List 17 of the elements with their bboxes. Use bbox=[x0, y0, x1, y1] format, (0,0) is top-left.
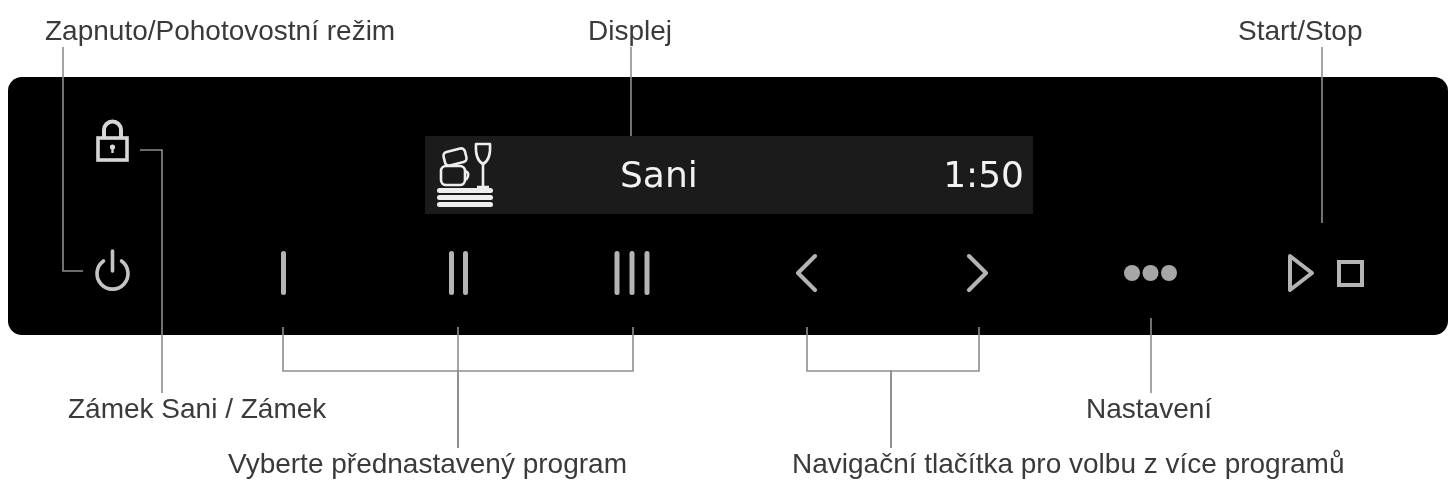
leader-line bbox=[1321, 46, 1323, 224]
callout-label: Vyberte přednastavený program bbox=[228, 448, 627, 480]
program-name-text: Sani bbox=[620, 154, 698, 196]
control-panel bbox=[8, 77, 1448, 335]
callout-label: Displej bbox=[588, 15, 673, 47]
callout-label: Zapnuto/Pohotovostní režim bbox=[45, 15, 396, 47]
callout-label: Zámek Sani / Zámek bbox=[68, 393, 327, 425]
leader-line bbox=[1150, 317, 1152, 394]
remaining-time-text: 1:50 bbox=[943, 154, 1024, 196]
callout-label: Start/Stop bbox=[1238, 15, 1363, 47]
leader-line bbox=[139, 149, 163, 394]
callout-label: Nastavení bbox=[1086, 393, 1213, 425]
callout-label: Navigační tlačítka pro volbu z více programů bbox=[792, 448, 1345, 480]
leader-line bbox=[630, 46, 632, 137]
display-screen bbox=[425, 136, 1033, 214]
leader-line bbox=[62, 46, 84, 272]
leader-line bbox=[890, 326, 980, 449]
